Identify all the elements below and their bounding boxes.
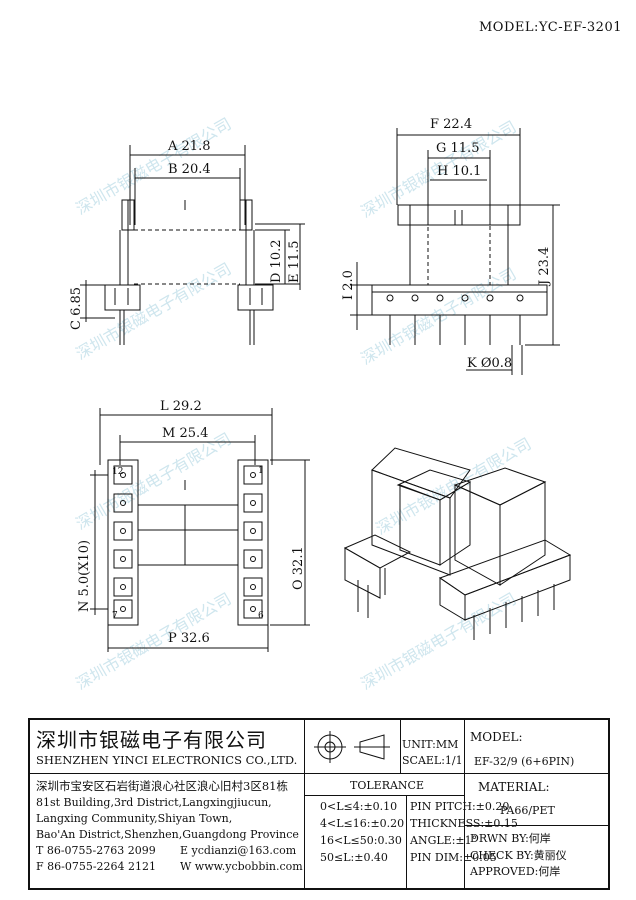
watermark-4: 深圳市银磁电子有限公司 <box>358 264 520 368</box>
tolerance-row-1: 0<L≤4:±0.10 <box>320 800 398 813</box>
drawn-by: DRWN BY:何岸 <box>470 832 551 845</box>
approved-by: APPROVED:何岸 <box>470 865 561 878</box>
website: W www.ycbobbin.com <box>180 860 303 873</box>
watermark-3: 深圳市银磁电子有限公司 <box>73 259 235 363</box>
pin-label-1: 1 <box>258 466 264 476</box>
email: E ycdianzi@163.com <box>180 844 297 857</box>
title-block: 深圳市银磁电子有限公司 SHENZHEN YINCI ELECTRONICS C… <box>28 718 610 890</box>
watermark-6: 深圳市银磁电子有限公司 <box>373 434 535 538</box>
model-number-header: MODEL:YC-EF-3201 <box>479 20 622 35</box>
company-name-cn: 深圳市银磁电子有限公司 <box>36 728 267 752</box>
thickness: THICKNESS:±0.15 <box>410 817 518 830</box>
material-label: MATERIAL: <box>478 780 550 794</box>
dim-j: J 23.4 <box>537 247 552 287</box>
dim-g: G 11.5 <box>436 141 479 156</box>
unit: UNIT:MM <box>402 738 459 751</box>
scale: SCAEL:1/1 <box>402 754 463 767</box>
dim-f: F 22.4 <box>430 117 472 132</box>
pin-dim: PIN DIM:±0.05 <box>410 851 497 864</box>
dim-c: C 6.85 <box>69 287 84 330</box>
pin-pitch: PIN PITCH:±0.20 <box>410 800 510 813</box>
watermark-5: 深圳市银磁电子有限公司 <box>73 429 235 533</box>
pin-label-7: 7 <box>112 611 118 621</box>
iso-pins <box>357 568 555 640</box>
dim-m: M 25.4 <box>162 426 208 441</box>
model-value: EF-32/9 (6+6PIN) <box>474 755 575 768</box>
bottom-view: L 29.2 M 25.4 12 1 7 6 N 5.0(X10) <box>77 399 310 652</box>
front-pin-circles <box>386 294 524 302</box>
side-view: A 21.8 B 20.4 D 10.2 E 11.5 C 6.85 <box>69 139 305 345</box>
address-en-line-1: 81st Building,3rd District,Langxingjiucu… <box>36 796 272 809</box>
tolerance-title: TOLERANCE <box>350 779 424 792</box>
front-view: F 22.4 G 11.5 H 10.1 J 23.4 I 2.0 <box>341 117 560 375</box>
checked-by: CHECK BY:黄丽仪 <box>470 849 567 862</box>
address-cn: 深圳市宝安区石岩街道浪心社区浪心旧村3区81栋 <box>36 779 288 793</box>
address-en-line-3: Bao'An District,Shenzhen,Guangdong Provi… <box>36 828 299 841</box>
dim-b: B 20.4 <box>168 162 211 177</box>
tolerance-row-2: 4<L≤16:±0.20 <box>320 817 405 830</box>
dim-a: A 21.8 <box>167 139 210 154</box>
technical-drawing: 深圳市银磁电子有限公司 深圳市银磁电子有限公司 深圳市银磁电子有限公司 深圳市银… <box>69 114 572 693</box>
dim-n: N 5.0(X10) <box>77 540 92 612</box>
company-name-en: SHENZHEN YINCI ELECTRONICS CO.,LTD. <box>36 753 298 767</box>
dim-h: H 10.1 <box>437 164 481 179</box>
dim-l: L 29.2 <box>160 399 202 414</box>
dim-k: K Ø0.8 <box>467 356 512 371</box>
dim-i: I 2.0 <box>341 270 356 300</box>
address-en-line-2: Langxing Community,Shiyan Town, <box>36 812 233 825</box>
watermark-7: 深圳市银磁电子有限公司 <box>73 589 235 693</box>
bottom-pin-slots <box>113 465 263 619</box>
watermark-8: 深圳市银磁电子有限公司 <box>358 589 520 693</box>
fax: F 86-0755-2264 2121 <box>36 860 157 873</box>
dim-e: E 11.5 <box>287 240 302 283</box>
pin-label-6: 6 <box>258 611 264 621</box>
tolerance-row-4: 50≤L:±0.40 <box>320 851 388 864</box>
front-pins <box>389 315 521 345</box>
bottom-pin-circles <box>120 472 256 612</box>
pin-label-12: 12 <box>112 467 123 477</box>
material-value: PA66/PET <box>500 804 555 817</box>
phone: T 86-0755-2763 2099 <box>36 844 156 857</box>
dim-o: O 32.1 <box>291 546 306 590</box>
tolerance-row-3: 16<L≤50:0.30 <box>320 834 402 847</box>
isometric-view <box>343 447 572 640</box>
projection-symbol-icon <box>314 731 390 763</box>
dim-p: P 32.6 <box>168 631 210 646</box>
model-label: MODEL: <box>470 730 523 744</box>
dim-d: D 10.2 <box>269 239 284 283</box>
angle: ANGLE:±1° <box>410 834 478 847</box>
